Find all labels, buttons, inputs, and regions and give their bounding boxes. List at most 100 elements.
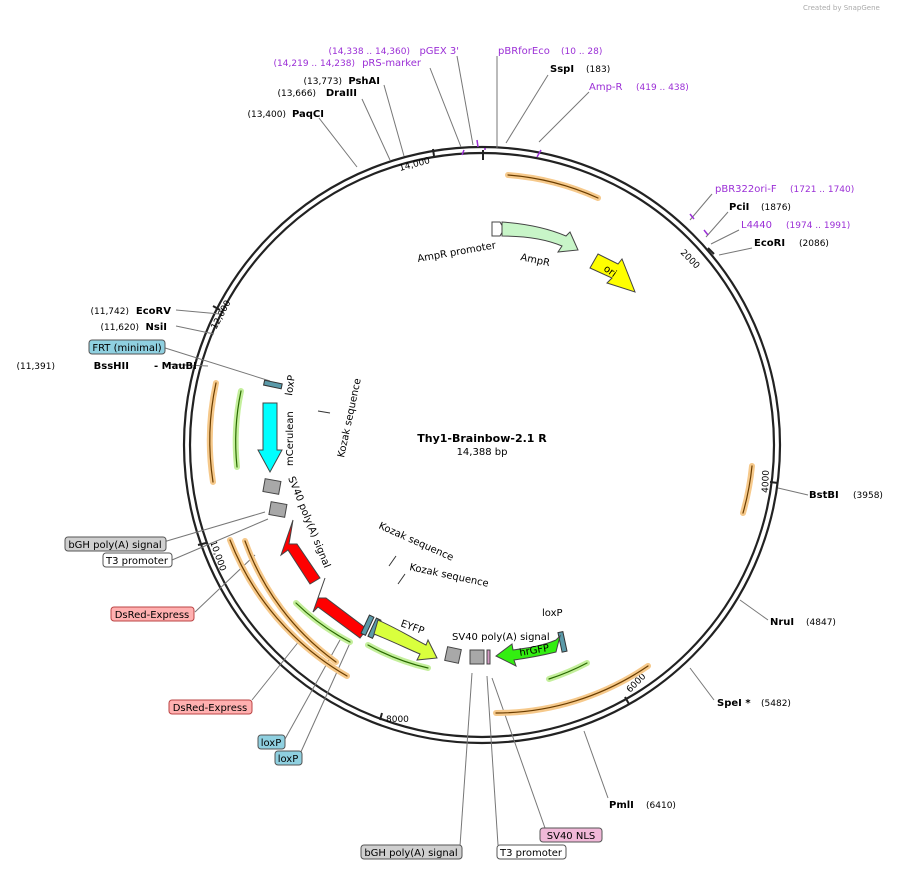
loxp-top-label: loxP: [284, 375, 298, 397]
eyfp-arrow[interactable]: [373, 619, 438, 661]
ampr-promoter-label: AmpR promoter: [417, 240, 498, 265]
site-ecori-pos: (2086): [799, 239, 829, 249]
plasmid-title: Thy1-Brainbow-2.1 R: [417, 432, 547, 445]
orf-arcs: [206, 172, 755, 716]
site-nsii: NsiI: [146, 322, 167, 333]
kozak3-mark: [397, 573, 406, 585]
kozak1-mark: [317, 410, 331, 414]
primer-pbrforeco: pBRforEco: [498, 46, 550, 57]
site-pmli: PmlI: [609, 800, 634, 811]
site-draiii-pos: (13,666): [277, 89, 316, 99]
badge-t3-bottom: T3 promoter: [499, 848, 563, 859]
site-bsshii-pos: (11,391): [16, 362, 55, 372]
backbone-inner: [188, 151, 776, 739]
primer-marks: [461, 139, 709, 236]
primer-pbrforeco-pos: (10 .. 28): [561, 47, 602, 57]
tick-8000: 8000: [386, 715, 409, 725]
site-bstbi-pos: (3958): [853, 491, 883, 501]
badge-frt: FRT (minimal): [92, 343, 161, 354]
site-ecorv-pos: (11,742): [90, 307, 129, 317]
sv40-mid-box-1[interactable]: [444, 646, 462, 664]
badge-bgh-bottom-box[interactable]: [360, 844, 463, 860]
site-pshai-pos: (13,773): [303, 77, 342, 87]
sv40-left-box-1[interactable]: [262, 478, 282, 495]
ori-arrow[interactable]: [589, 253, 636, 293]
tick-4000: 4000: [761, 470, 772, 494]
site-maubi: - MauBI: [154, 361, 197, 372]
badge-sv40nls: SV40 NLS: [547, 831, 596, 842]
site-pshai: PshAI: [348, 76, 380, 87]
site-nrui: NruI: [770, 617, 794, 628]
plasmid-size: 14,388 bp: [457, 447, 508, 458]
badge-loxp-1-box[interactable]: [257, 734, 286, 750]
loxp-right-mark[interactable]: [557, 631, 568, 653]
dsred-arrow-2[interactable]: [312, 577, 368, 639]
badge-sv40nls-box[interactable]: [539, 827, 603, 843]
ampr-arrow[interactable]: [501, 221, 579, 253]
primer-pbr322ori: pBR322ori-F: [715, 184, 777, 195]
site-paqci-pos: (13,400): [247, 110, 286, 120]
mcerulean-arrow[interactable]: [257, 402, 283, 474]
sv40-nls-mark[interactable]: [486, 649, 491, 665]
site-pcii: PciI: [729, 202, 749, 213]
badge-dsred-2-box[interactable]: [168, 699, 253, 715]
primer-l4440: L4440: [741, 220, 772, 231]
primer-pgex3: pGEX 3': [419, 46, 459, 57]
site-pcii-pos: (1876): [761, 203, 791, 213]
site-sspi: SspI: [550, 64, 574, 75]
primer-l4440-pos: (1974 .. 1991): [786, 221, 850, 231]
site-ecorv: EcoRV: [136, 306, 171, 317]
primer-pbr322ori-pos: (1721 .. 1740): [790, 185, 854, 195]
tick-marks: [197, 148, 779, 721]
badge-bgh-left: bGH poly(A) signal: [68, 540, 161, 551]
badge-bgh-left-box[interactable]: [64, 536, 167, 552]
primer-prsmarker-pos: (14,219 .. 14,238): [274, 59, 355, 69]
loxp-lower-mark-1[interactable]: [360, 614, 375, 636]
site-spei-pos: (5482): [761, 699, 791, 709]
badge-dsred-1: DsRed-Express: [115, 610, 190, 621]
badge-loxp-2: loxP: [278, 754, 299, 765]
ampr-label: AmpR: [519, 252, 551, 269]
site-paqci: PaqCI: [292, 109, 324, 120]
site-nsii-pos: (11,620): [100, 323, 139, 333]
badge-dsred-1-box[interactable]: [110, 606, 195, 622]
mcerulean-label: mCerulean: [285, 411, 296, 466]
kozak2-mark: [388, 555, 397, 567]
site-bsshii: BssHII: [94, 361, 129, 372]
primer-pgex3-pos: (14,338 .. 14,360): [329, 47, 410, 57]
backbone-outer: [182, 145, 782, 745]
badge-loxp-2-box[interactable]: [274, 750, 303, 766]
sv40-left-box-2[interactable]: [268, 501, 288, 518]
site-ecori: EcoRI: [754, 238, 785, 249]
sv40-mid-box-2[interactable]: [469, 649, 485, 665]
primer-ampr: Amp-R: [589, 82, 623, 93]
hrgfp-label: hrGFP: [519, 643, 550, 659]
site-draiii: DraIII: [326, 88, 357, 99]
kozak3-label: Kozak sequence: [408, 562, 489, 590]
snapgene-credit: Created by SnapGene: [803, 4, 880, 12]
dsred-arrow-1[interactable]: [280, 519, 321, 585]
badge-t3-left: T3 promoter: [105, 556, 169, 567]
badge-frt-box[interactable]: [88, 339, 166, 355]
badge-loxp-1: loxP: [261, 738, 282, 749]
primer-ampr-pos: (419 .. 438): [636, 83, 689, 93]
site-bstbi: BstBI: [809, 490, 839, 501]
tick-2000: 2000: [678, 248, 701, 271]
site-spei: SpeI *: [717, 698, 751, 709]
loxp-right-label: loxP: [542, 608, 563, 619]
site-sspi-pos: (183): [586, 65, 610, 75]
badge-t3-left-box[interactable]: [102, 552, 173, 568]
primer-prsmarker: pRS-marker: [362, 58, 422, 69]
loxp-top-mark[interactable]: [262, 379, 283, 390]
kozak2-label: Kozak sequence: [377, 521, 455, 564]
badge-bgh-bottom: bGH poly(A) signal: [364, 848, 457, 859]
site-pmli-pos: (6410): [646, 801, 676, 811]
leader-lines: [159, 55, 809, 847]
sv40-mid-label: SV40 poly(A) signal: [452, 632, 550, 643]
badges: FRT (minimal) bGH poly(A) signal T3 prom…: [64, 339, 603, 860]
hrgfp-arrow[interactable]: [495, 634, 561, 667]
site-nrui-pos: (4847): [806, 618, 836, 628]
badge-dsred-2: DsRed-Express: [173, 703, 248, 714]
badge-t3-bottom-box[interactable]: [496, 844, 567, 860]
